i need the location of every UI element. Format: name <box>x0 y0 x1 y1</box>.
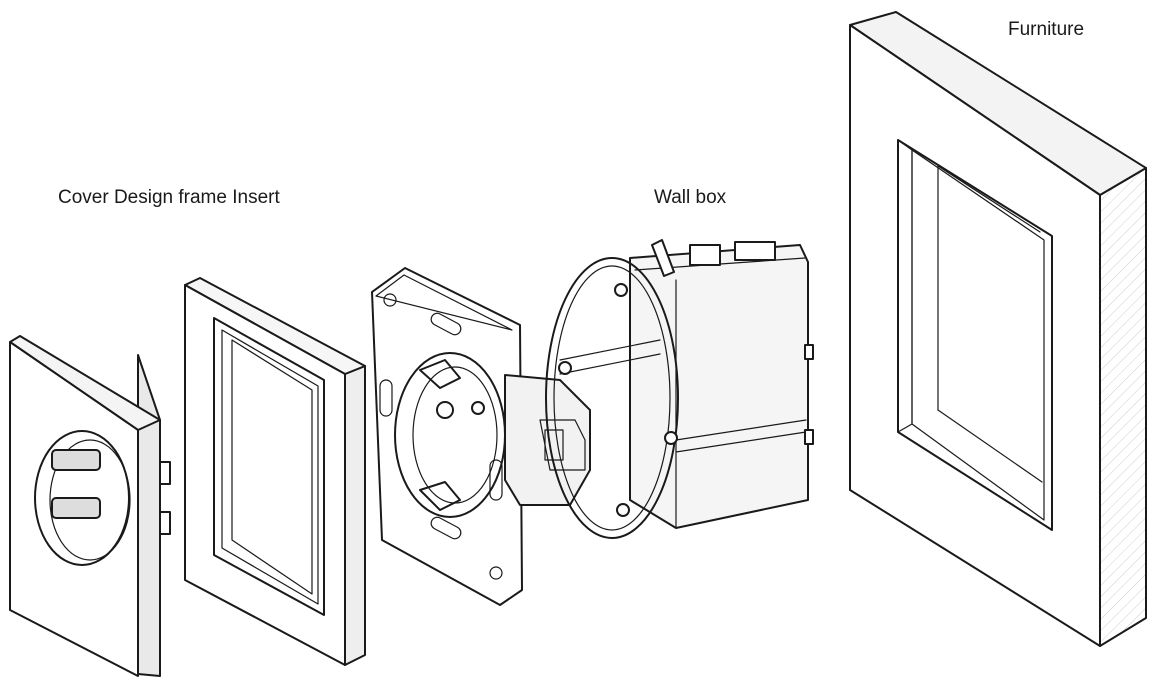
label-furniture: Furniture <box>1008 19 1085 40</box>
frame-drawing <box>184 277 366 666</box>
label-cover-frame-insert: Cover Design frame Insert <box>58 187 280 208</box>
wall-box-drawing <box>545 239 814 539</box>
furniture-panel-drawing <box>849 11 1147 647</box>
socket-cover-drawing <box>9 335 171 677</box>
socket-insert-drawing <box>371 267 591 606</box>
label-wall-box: Wall box <box>654 187 727 208</box>
